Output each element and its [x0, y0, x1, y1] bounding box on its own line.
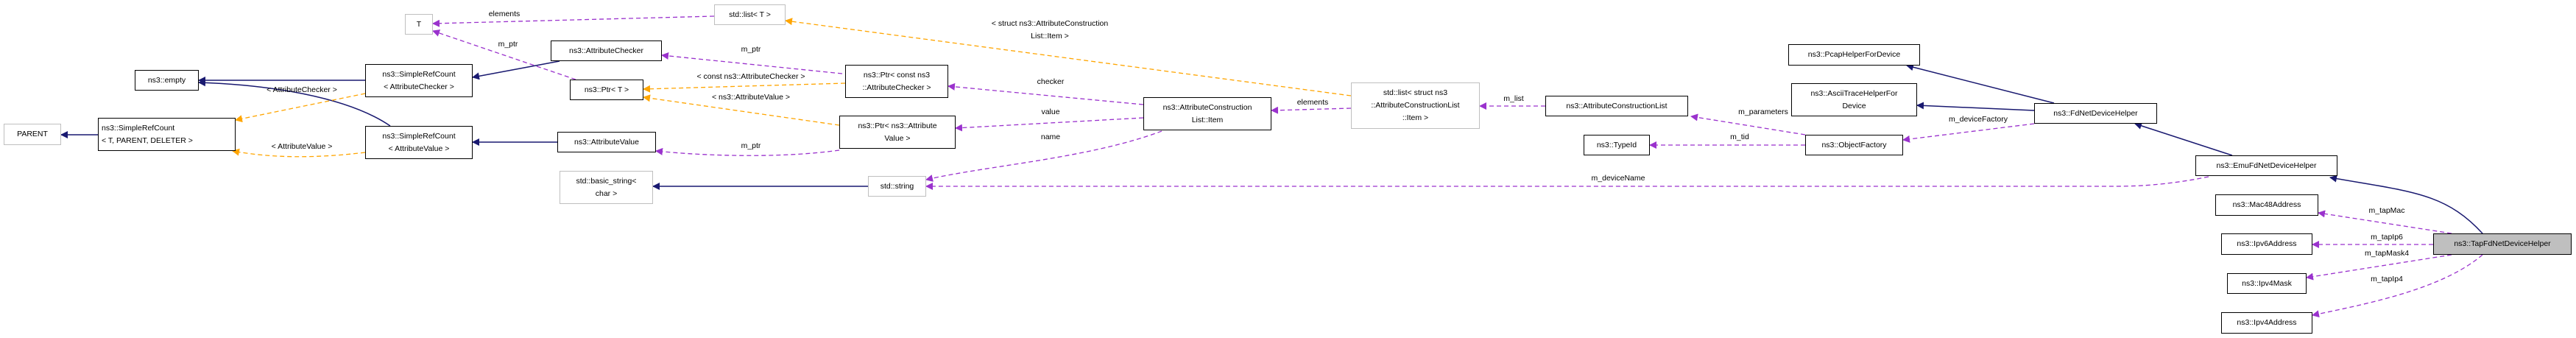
edge-ptrconstac-to-attrchecker — [661, 52, 843, 74]
edge-label: checker — [1037, 77, 1065, 86]
edge-tapfd-mac — [2318, 210, 2452, 234]
node-attributevalue[interactable]: ns3::AttributeValue — [557, 132, 656, 152]
node-simplerefcount-attributechecker[interactable]: ns3::SimpleRefCount < AttributeChecker > — [365, 64, 473, 97]
node-ptr-attributevalue[interactable]: ns3::Ptr< ns3::Attribute Value > — [839, 116, 956, 149]
node-std-string[interactable]: std::string — [868, 176, 926, 197]
edge-item-value — [955, 117, 1144, 132]
edge-label: < struct ns3::AttributeConstruction List… — [991, 19, 1109, 41]
edge-tapfd-to-emu — [2329, 175, 2483, 234]
node-std-list-item[interactable]: std::list< struct ns3 ::AttributeConstru… — [1351, 82, 1480, 129]
edge-ptrt-to-t — [432, 29, 576, 80]
edge-label: m_tapMask4 — [2364, 249, 2410, 258]
edge-emu-to-fd — [2134, 122, 2233, 156]
node-objectfactory[interactable]: ns3::ObjectFactory — [1805, 135, 1903, 155]
node-fdnetdevicehelper[interactable]: ns3::FdNetDeviceHelper — [2034, 103, 2157, 124]
edge-label: m_deviceName — [1591, 174, 1645, 183]
edge-label: m_tapIp6 — [2371, 233, 2403, 242]
edge-srcac-to-srctpd — [235, 93, 366, 123]
edge-label: value — [1041, 108, 1060, 116]
node-attributeconstructionlist-item[interactable]: ns3::AttributeConstruction List::Item — [1143, 97, 1271, 130]
edge-attrchecker-to-srcac — [472, 60, 560, 80]
node-ns3-empty[interactable]: ns3::empty — [135, 70, 199, 91]
node-simplerefcount-t-parent-deleter[interactable]: ns3::SimpleRefCount < T, PARENT, DELETER… — [98, 118, 236, 151]
edge-emu-devicename — [925, 176, 2209, 190]
edge-label: < const ns3::AttributeChecker > — [696, 72, 805, 81]
edge-label: m_tapIp4 — [2371, 275, 2403, 284]
node-ipv6address[interactable]: ns3::Ipv6Address — [2221, 233, 2312, 255]
node-pcaphelperfordevice[interactable]: ns3::PcapHelperForDevice — [1788, 44, 1920, 66]
node-emufdnetdevicehelper[interactable]: ns3::EmuFdNetDeviceHelper — [2195, 155, 2337, 176]
edge-srcav-to-empty — [198, 79, 391, 127]
node-attributeconstructionlist[interactable]: ns3::AttributeConstructionList — [1545, 96, 1688, 116]
node-std-basic-string[interactable]: std::basic_string< char > — [560, 171, 653, 204]
edge-label: m_ptr — [498, 40, 518, 49]
edge-label: m_ptr — [741, 141, 761, 150]
node-attributechecker[interactable]: ns3::AttributeChecker — [551, 41, 662, 61]
edge-objfactory-to-acl — [1690, 113, 1806, 135]
node-mac48address[interactable]: ns3::Mac48Address — [2215, 194, 2318, 216]
node-ptr-const-attributechecker[interactable]: ns3::Ptr< const ns3 ::AttributeChecker > — [845, 65, 948, 98]
node-std-list-t[interactable]: std::list< T > — [714, 4, 786, 25]
edge-listt-to-t — [432, 15, 715, 27]
edge-ptrav-to-ptrt — [643, 94, 840, 126]
edge-item-checker — [948, 82, 1144, 105]
edge-srcav-to-srctpd — [232, 148, 366, 158]
edge-label: m_deviceFactory — [1949, 115, 2008, 124]
node-simplerefcount-attributevalue[interactable]: ns3::SimpleRefCount < AttributeValue > — [365, 126, 473, 159]
node-T[interactable]: T — [405, 14, 433, 35]
node-ptr-t[interactable]: ns3::Ptr< T > — [570, 80, 643, 100]
node-parent[interactable]: PARENT — [4, 124, 61, 145]
edge-label: name — [1040, 133, 1061, 141]
edge-listitem-to-item — [1271, 106, 1352, 114]
edge-listitem-to-listt — [785, 18, 1352, 96]
node-asciitracehelperfordevice[interactable]: ns3::AsciiTraceHelperFor Device — [1791, 83, 1917, 116]
edge-label: m_tid — [1730, 133, 1749, 141]
edge-label: < ns3::AttributeValue > — [711, 93, 791, 102]
node-ipv4address[interactable]: ns3::Ipv4Address — [2221, 312, 2312, 334]
edge-label: elements — [1296, 98, 1329, 107]
edge-label: m_parameters — [1738, 108, 1788, 116]
edge-label: m_list — [1503, 94, 1524, 103]
edge-tapfd-mask4 — [2306, 254, 2452, 281]
edge-label: < AttributeChecker > — [267, 85, 337, 94]
edge-fd-to-ascii — [1916, 102, 2035, 111]
node-ipv4mask[interactable]: ns3::Ipv4Mask — [2227, 273, 2307, 294]
edge-label: m_ptr — [741, 45, 761, 54]
edge-fd-devicefactory — [1902, 123, 2035, 143]
edge-fd-to-pcap — [1906, 63, 2055, 104]
edge-tapfd-ipv4 — [2312, 254, 2483, 318]
edge-label: elements — [488, 10, 521, 18]
edge-ptrav-to-attrvalue — [655, 147, 840, 156]
node-tapfdnetdevicehelper[interactable]: ns3::TapFdNetDeviceHelper — [2433, 233, 2572, 255]
node-typeid[interactable]: ns3::TypeId — [1584, 135, 1650, 155]
edge-label: m_tapMac — [2368, 206, 2405, 215]
edge-item-name — [925, 130, 1162, 182]
edge-ptrconstac-to-ptrt — [643, 82, 846, 93]
edge-label: < AttributeValue > — [271, 142, 333, 151]
